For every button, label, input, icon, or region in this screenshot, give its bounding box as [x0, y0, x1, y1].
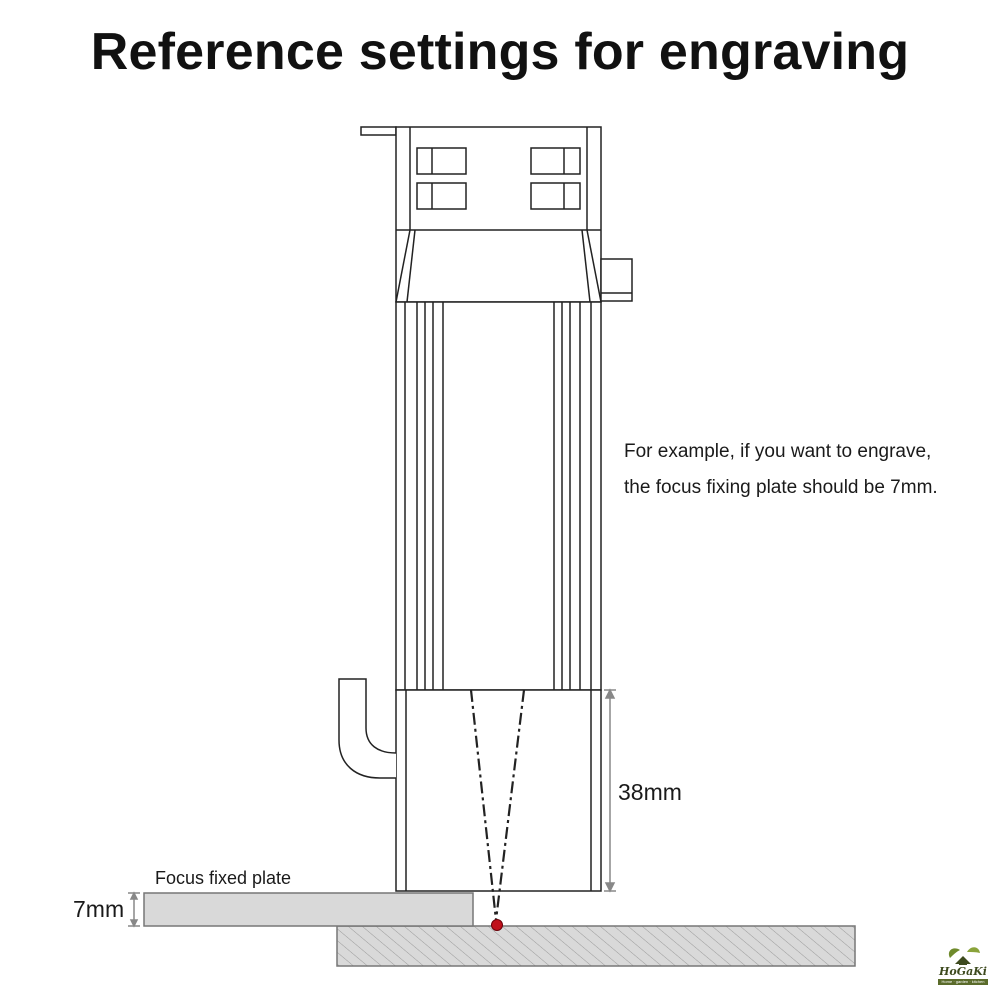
pin-header-windows [416, 147, 581, 210]
note-line-1: For example, if you want to engrave, [624, 441, 932, 462]
dimension-7mm-label: 7mm [73, 896, 125, 922]
hook-bracket [338, 678, 397, 779]
top-connector-tab [360, 126, 397, 136]
focus-point [491, 919, 503, 931]
dimension-7mm-line [128, 891, 140, 928]
logo-wordmark: HoGaKi [939, 965, 987, 978]
brand-logo: HoGaKi Home · garden · kitchen [938, 944, 988, 988]
side-connector [600, 258, 633, 302]
page-title: Reference settings for engraving [90, 23, 910, 81]
plate-label: Focus fixed plate [155, 868, 292, 888]
dimension-38mm-line [604, 688, 616, 893]
focus-fixed-plate [143, 892, 474, 927]
note-line-2: the focus fixing plate should be 7mm. [624, 477, 938, 498]
work-surface [336, 925, 856, 967]
module-body-fins [395, 301, 602, 691]
module-lens-tube [395, 689, 602, 892]
leaf-house-icon [948, 947, 980, 965]
dimension-38mm-label: 38mm [618, 779, 682, 805]
logo-tagline: Home · garden · kitchen [938, 979, 988, 985]
laser-beam [469, 689, 526, 921]
